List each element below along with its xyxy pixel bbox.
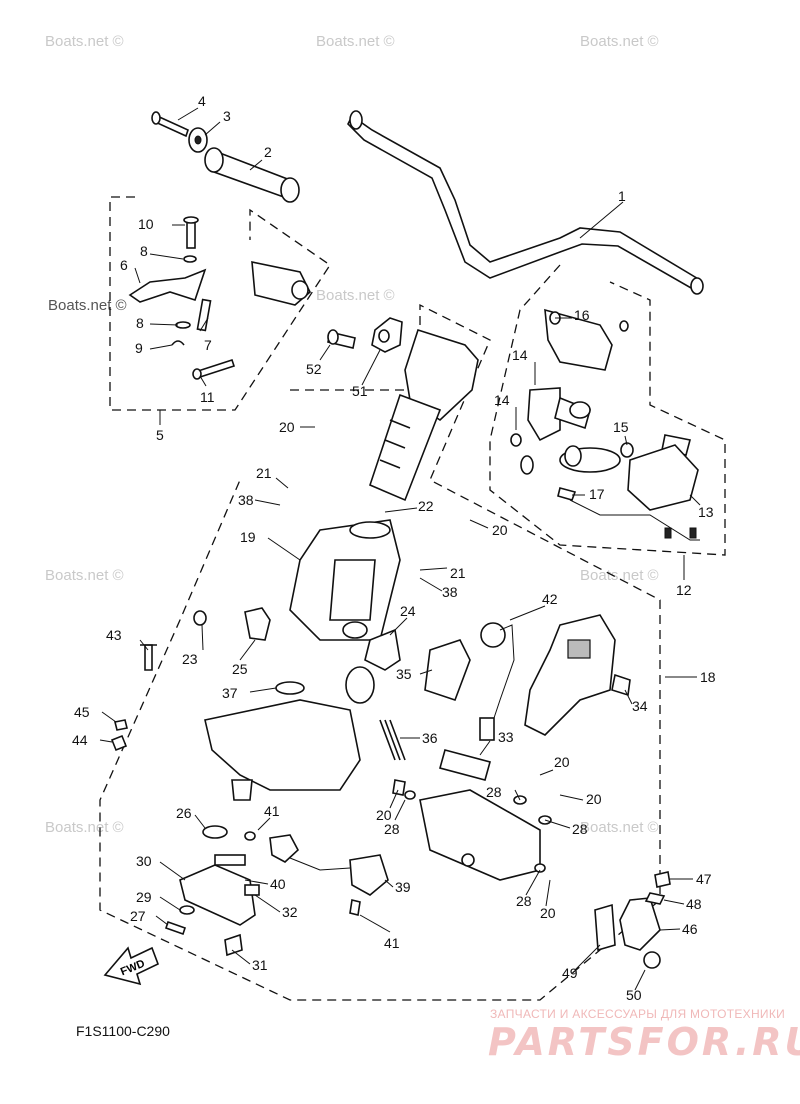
callout: 48 xyxy=(686,896,702,912)
callout: 43 xyxy=(106,627,122,643)
callout: 20 xyxy=(376,807,392,823)
switch-39 xyxy=(269,834,389,916)
steering-column xyxy=(289,328,479,641)
handlebar-end xyxy=(349,110,363,130)
watermark: Boats.net © xyxy=(580,819,659,836)
callout: 47 xyxy=(696,871,712,887)
callout: 7 xyxy=(204,337,212,353)
watermark: Boats.net © xyxy=(580,33,659,50)
callouts: 1 2 3 4 5 6 7 8 8 9 10 11 12 13 14 14 15… xyxy=(72,93,716,1003)
callout: 28 xyxy=(384,821,400,837)
callout: 49 xyxy=(562,965,578,981)
grip-assembly xyxy=(151,111,300,203)
leader-lines xyxy=(99,107,701,991)
switch-cover-assembly xyxy=(510,308,700,541)
group-12-outline xyxy=(489,264,726,556)
callout: 2 xyxy=(264,144,272,160)
callout: 21 xyxy=(256,465,272,481)
callout: 1 xyxy=(618,188,626,204)
callout: 8 xyxy=(140,243,148,259)
bolts-43-45 xyxy=(110,644,157,752)
watermark: Boats.net © xyxy=(45,819,124,836)
callout: 5 xyxy=(156,427,164,443)
callout: 51 xyxy=(352,383,368,399)
callout: 20 xyxy=(279,419,295,435)
footer-logo: PARTSFOR.RU xyxy=(488,1020,800,1064)
cable-42 xyxy=(479,622,515,741)
callout: 36 xyxy=(422,730,438,746)
callout: 8 xyxy=(136,315,144,331)
callout: 32 xyxy=(282,904,298,920)
callout: 41 xyxy=(264,803,280,819)
bracket-assembly xyxy=(392,749,552,881)
callout: 27 xyxy=(130,908,146,924)
watermark: Boats.net © xyxy=(45,33,124,50)
callout: 13 xyxy=(698,504,714,520)
callout: 28 xyxy=(486,784,502,800)
callout: 23 xyxy=(182,651,198,667)
callout: 20 xyxy=(492,522,508,538)
lower-mechanism xyxy=(193,607,471,801)
callout: 10 xyxy=(138,216,154,232)
watermark: Boats.net © xyxy=(316,33,395,50)
callout: 24 xyxy=(400,603,416,619)
callout: 42 xyxy=(542,591,558,607)
callout: 14 xyxy=(512,347,528,363)
callout: 4 xyxy=(198,93,206,109)
drawing-code: F1S1100-C290 xyxy=(76,1023,170,1039)
callout: 31 xyxy=(252,957,268,973)
callout: 20 xyxy=(554,754,570,770)
callout: 22 xyxy=(418,498,434,514)
footer-tagline: ЗАПЧАСТИ И АКСЕССУАРЫ ДЛЯ МОТОТЕХНИКИ xyxy=(490,1007,786,1021)
callout: 14 xyxy=(494,392,510,408)
callout: 3 xyxy=(223,108,231,124)
callout: 41 xyxy=(384,935,400,951)
callout: 28 xyxy=(572,821,588,837)
callout: 6 xyxy=(120,257,128,273)
callout: 37 xyxy=(222,685,238,701)
callout: 45 xyxy=(74,704,90,720)
callout: 39 xyxy=(395,879,411,895)
callout: 34 xyxy=(632,698,648,714)
watermark: Boats.net © xyxy=(316,287,395,304)
callout: 15 xyxy=(613,419,629,435)
callout: 26 xyxy=(176,805,192,821)
watermark: Boats.net © xyxy=(580,567,659,584)
callout: 19 xyxy=(240,529,256,545)
fwd-arrow: FWD xyxy=(103,946,160,986)
callout: 9 xyxy=(135,340,143,356)
callout: 35 xyxy=(396,666,412,682)
callout: 30 xyxy=(136,853,152,869)
callout: 44 xyxy=(72,732,88,748)
cover-18 xyxy=(524,614,631,736)
watermark: Boats.net © xyxy=(48,297,127,314)
bottom-bracket xyxy=(164,825,260,957)
handlebar-clamp xyxy=(327,317,403,353)
watermark-layer: Boats.net © Boats.net © Boats.net © Boat… xyxy=(45,33,659,836)
callout: 25 xyxy=(232,661,248,677)
callout: 38 xyxy=(442,584,458,600)
callout: 28 xyxy=(516,893,532,909)
callout: 21 xyxy=(450,565,466,581)
callout: 46 xyxy=(682,921,698,937)
group-5-outline xyxy=(109,196,331,411)
callout: 12 xyxy=(676,582,692,598)
lever-assembly xyxy=(128,216,311,380)
callout: 11 xyxy=(200,389,215,405)
callout: 20 xyxy=(540,905,556,921)
stay-46 xyxy=(594,871,671,969)
callout: 52 xyxy=(306,361,322,377)
callout: 16 xyxy=(574,307,590,323)
callout: 20 xyxy=(586,791,602,807)
handlebar xyxy=(347,110,704,295)
watermark: Boats.net © xyxy=(45,567,124,584)
callout: 17 xyxy=(589,486,605,502)
callout: 38 xyxy=(238,492,254,508)
callout: 29 xyxy=(136,889,152,905)
callout: 40 xyxy=(270,876,286,892)
callout: 33 xyxy=(498,729,514,745)
callout: 18 xyxy=(700,669,716,685)
callout: 50 xyxy=(626,987,642,1003)
